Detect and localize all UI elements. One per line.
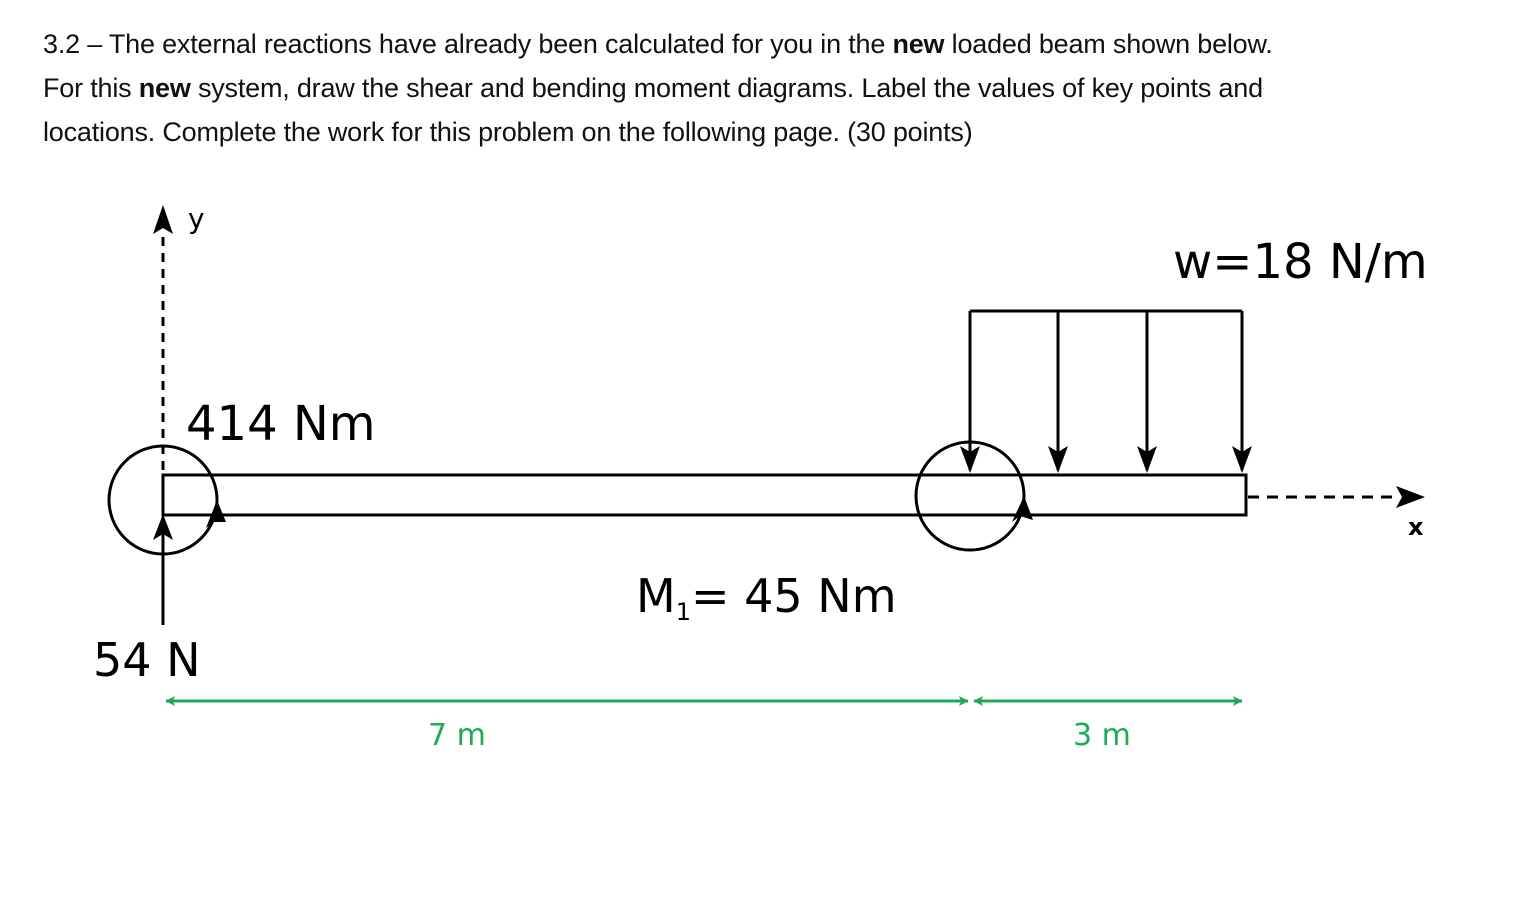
reaction-moment-symbol: 414 Nm <box>107 396 376 556</box>
reaction-force-arrow: 54 N <box>93 514 201 687</box>
load-arrowhead-icon <box>960 446 980 473</box>
y-axis-arrow-icon <box>153 205 173 234</box>
load-arrowhead-icon <box>1137 446 1157 473</box>
load-arrowhead-icon <box>1048 446 1068 473</box>
x-axis-arrow-icon <box>1396 486 1425 508</box>
applied-moment-label: M1= 45 Nm <box>636 569 897 626</box>
problem-line-1: 3.2 – The external reactions have alread… <box>43 29 1273 59</box>
distributed-load: w=18 N/m <box>960 234 1428 473</box>
reaction-force-label: 54 N <box>93 633 201 687</box>
reaction-moment-label: 414 Nm <box>186 396 376 452</box>
moment-arrowhead-icon <box>206 500 226 528</box>
force-arrowhead-icon <box>153 514 173 540</box>
load-arrowhead-icon <box>1232 446 1252 473</box>
problem-statement: 3.2 – The external reactions have alread… <box>43 22 1503 154</box>
x-axis-label: x <box>1408 513 1424 541</box>
problem-line-2: For this new system, draw the shear and … <box>43 73 1263 103</box>
applied-moment-symbol: M1= 45 Nm <box>636 440 1033 626</box>
moment-arrowhead-icon <box>1012 496 1033 522</box>
problem-line-3: locations. Complete the work for this pr… <box>43 117 973 147</box>
distributed-load-label: w=18 N/m <box>1173 234 1428 290</box>
y-axis: y <box>153 202 205 470</box>
dimension-lines: 7 m 3 m <box>165 696 1243 753</box>
x-axis: x <box>1248 486 1425 541</box>
beam <box>161 473 1248 517</box>
dimension-label-7m: 7 m <box>428 718 486 753</box>
y-axis-label: y <box>188 202 205 235</box>
dimension-label-3m: 3 m <box>1073 718 1131 753</box>
